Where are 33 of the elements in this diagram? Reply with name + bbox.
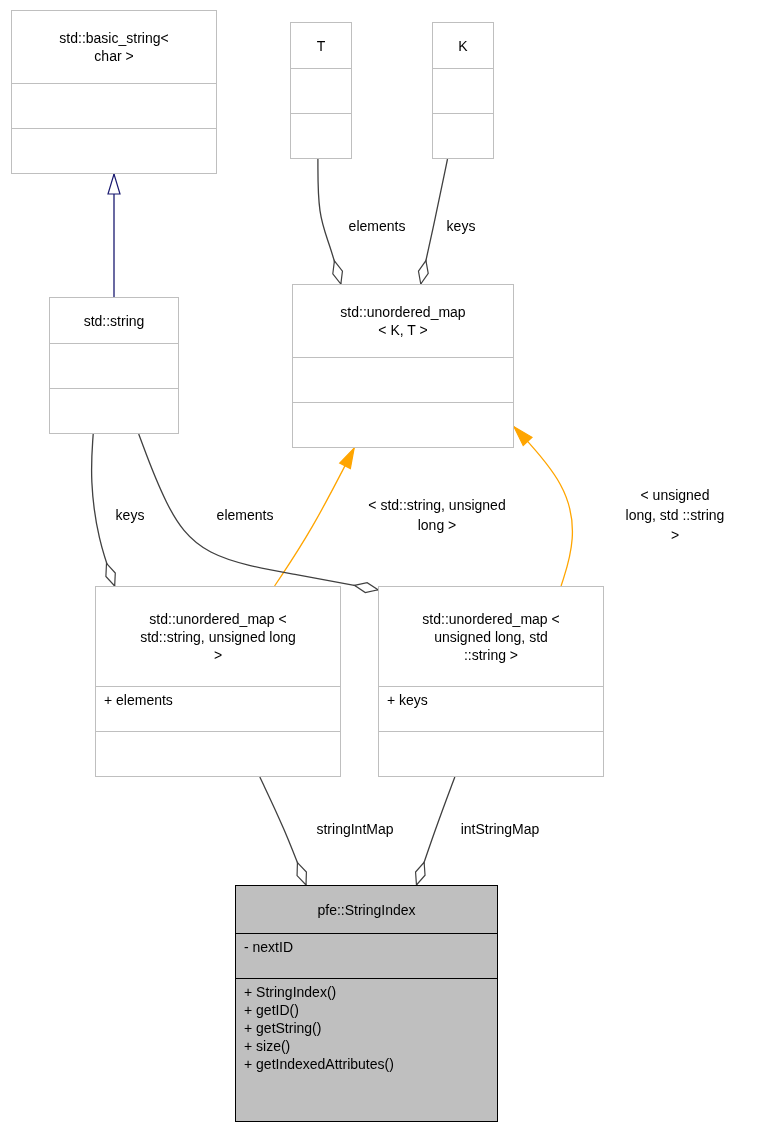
class-box [95, 586, 341, 777]
class-name: std::unordered_map < std::string, unsigned long > [139, 609, 297, 664]
connector [417, 158, 449, 285]
method-text: + getID() [244, 1001, 300, 1019]
connector [107, 173, 121, 298]
attribute-text: + keys [387, 691, 429, 709]
attribute-text: + elements [104, 691, 174, 709]
class-box [432, 22, 494, 159]
class-box [292, 284, 514, 448]
connector [273, 447, 355, 587]
class-name: std::basic_string< char > [58, 29, 170, 65]
class-box [11, 10, 217, 174]
class-box [290, 22, 352, 159]
class-name: std::unordered_map < unsigned long, std ::string > [421, 609, 561, 664]
connector [259, 776, 307, 886]
connector [513, 426, 574, 587]
method-text: + size() [244, 1037, 292, 1055]
method-text: + getIndexedAttributes() [244, 1055, 395, 1073]
class-name: std::string [83, 311, 145, 330]
class-name: T [316, 36, 326, 55]
class-name: pfe::StringIndex [317, 900, 416, 919]
class-box [49, 297, 179, 434]
class-name: K [458, 36, 468, 55]
class-name: std::unordered_map < K, T > [339, 303, 467, 339]
class-box [378, 586, 604, 777]
connector [138, 433, 379, 594]
connector [317, 158, 344, 285]
connector [90, 433, 116, 587]
method-text: + StringIndex() [244, 983, 338, 1001]
class-box [235, 885, 498, 1122]
method-text: + getString() [244, 1019, 323, 1037]
attribute-text: - nextID [244, 938, 294, 956]
connector [414, 776, 456, 886]
